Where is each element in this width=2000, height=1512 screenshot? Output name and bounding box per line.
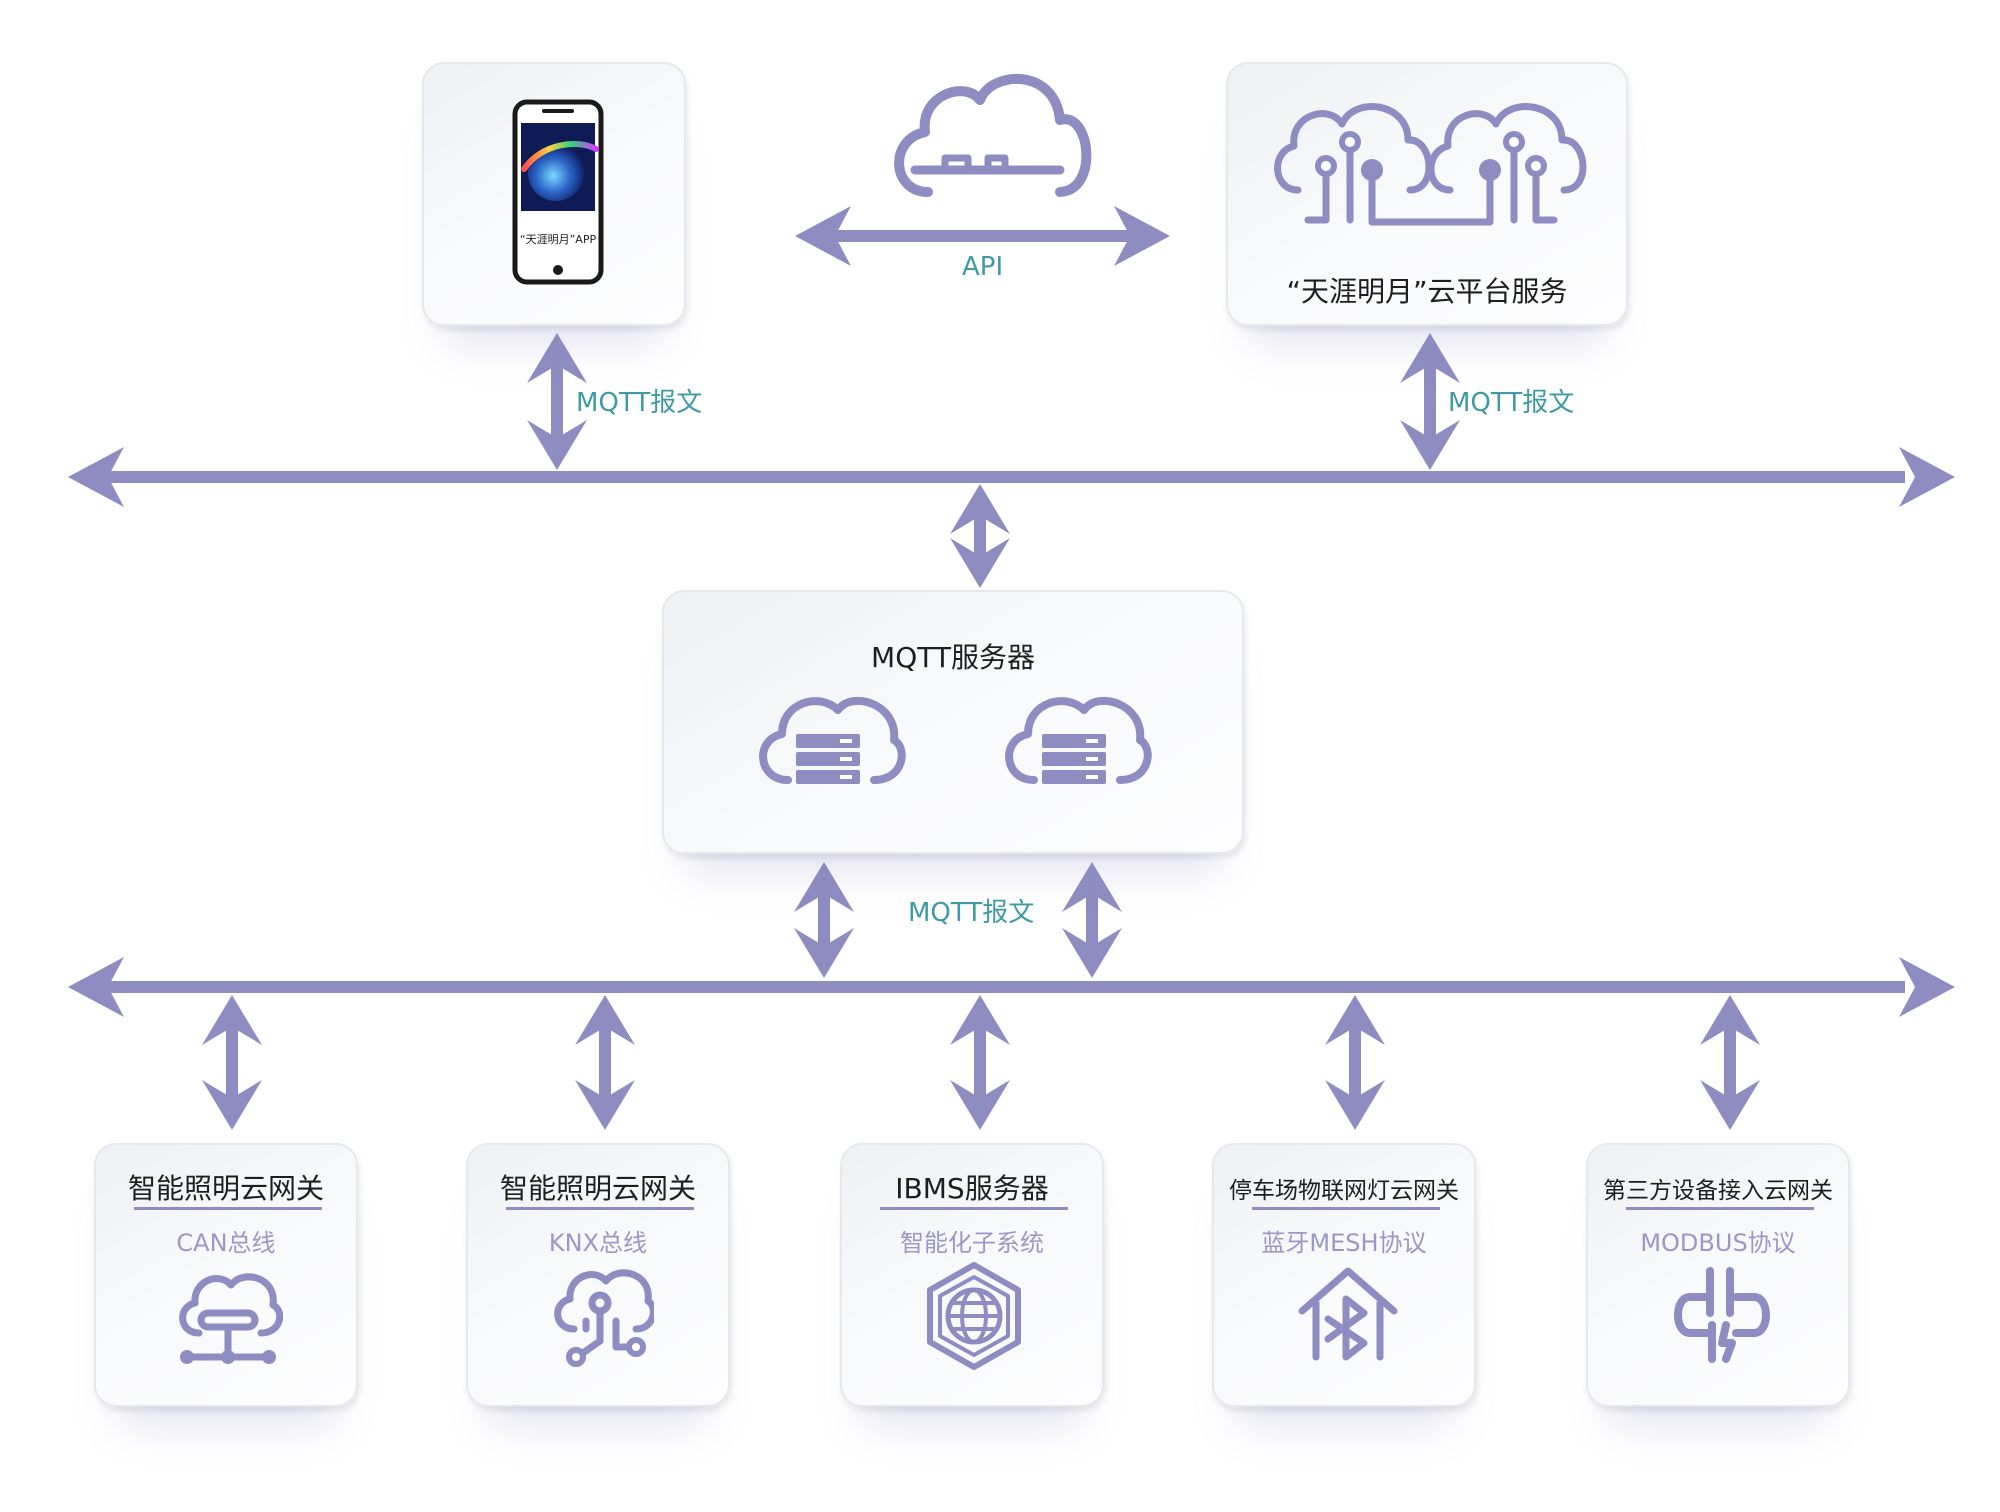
server-bus-connector-left-bottom-head <box>794 928 854 978</box>
mqtt-label-middle: MQTT报文 <box>908 898 1035 928</box>
mqtt-label-right: MQTT报文 <box>1448 388 1575 418</box>
gateway-connector-bluetooth-shaft <box>1349 1011 1361 1114</box>
top-bus-right-arrowhead <box>1899 447 1955 507</box>
api-arrow-left-head <box>795 206 851 266</box>
gateway-title: IBMS服务器 <box>895 1172 1049 1205</box>
gateway-title: 智能照明云网关 <box>499 1172 696 1205</box>
cloud-server-icon <box>1005 696 1152 784</box>
gateway-card-can: 智能照明云网关 CAN总线 <box>94 1143 358 1407</box>
gateway-title-underline <box>134 1207 322 1210</box>
gateway-title-underline <box>880 1207 1068 1210</box>
top-bus-line <box>95 471 1905 483</box>
gateway-connector-knx-bottom-head <box>575 1080 635 1130</box>
top-bus-left-arrowhead <box>68 447 124 507</box>
plug-connector-icon <box>1674 1267 1770 1363</box>
gateway-connector-knx-top-head <box>575 995 635 1045</box>
api-arrow-line <box>830 230 1150 242</box>
globe-hexagon-icon <box>927 1262 1021 1370</box>
cloud-network-icon <box>179 1273 283 1364</box>
gateway-connector-ibms-top-head <box>950 995 1010 1045</box>
mqtt-cloud-connector-shaft <box>1424 349 1436 454</box>
gateway-connector-bluetooth <box>1325 995 1385 1130</box>
bus-server-connector-shaft <box>974 500 986 572</box>
bottom-bus-line <box>95 981 1905 993</box>
server-bus-connector-left-shaft <box>818 878 830 962</box>
cloud-tree-network-icon <box>1274 103 1587 226</box>
gateway-connector-knx <box>575 995 635 1130</box>
api-label: API <box>962 252 1004 282</box>
gateway-subtitle: 智能化子系统 <box>900 1229 1044 1257</box>
bus-server-connector-bottom-head <box>950 538 1010 588</box>
gateway-card-bluetooth: 停车场物联网灯云网关 蓝牙MESH协议 <box>1212 1143 1476 1407</box>
gateway-title-underline <box>1626 1207 1814 1210</box>
gateway-connector-can-top-head <box>202 995 262 1045</box>
mqtt-cloud-connector-bottom-head <box>1400 420 1460 470</box>
server-bus-connector-left-top-head <box>794 862 854 912</box>
gateway-title: 停车场物联网灯云网关 <box>1229 1178 1459 1204</box>
gateway-title-underline <box>1252 1207 1440 1210</box>
gateway-subtitle: 蓝牙MESH协议 <box>1261 1229 1427 1257</box>
mqtt-app-connector-top-head <box>527 333 587 383</box>
gateway-title: 智能照明云网关 <box>127 1172 324 1205</box>
bottom-bus-right-arrowhead <box>1899 957 1955 1017</box>
server-bus-connector-right-bottom-head <box>1062 928 1122 978</box>
gateway-connector-ibms <box>950 995 1010 1130</box>
cloud-platform-card: “天涯明月”云平台服务 <box>1226 62 1628 326</box>
bluetooth-house-icon <box>1298 1267 1398 1361</box>
api-cloud-icon <box>894 73 1092 197</box>
gateway-title: 第三方设备接入云网关 <box>1603 1178 1833 1204</box>
gateway-subtitle: MODBUS协议 <box>1640 1229 1796 1257</box>
gateway-connector-modbus-top-head <box>1700 995 1760 1045</box>
gateway-subtitle: CAN总线 <box>176 1229 276 1257</box>
cloud-circuit-icon <box>554 1269 654 1367</box>
mqtt-app-connector-shaft <box>551 349 563 454</box>
gateway-connector-can-shaft <box>226 1011 238 1114</box>
gateway-card-ibms: IBMS服务器 智能化子系统 <box>840 1143 1104 1407</box>
gateway-subtitle: KNX总线 <box>548 1229 648 1257</box>
smartphone-icon <box>512 99 604 285</box>
cloud-server-icon <box>759 696 906 784</box>
mqtt-app-connector <box>527 333 587 470</box>
gateway-connector-can <box>202 995 262 1130</box>
bus-server-connector-top-head <box>950 484 1010 534</box>
gateway-connector-bluetooth-bottom-head <box>1325 1080 1385 1130</box>
cloud-platform-title: “天涯明月”云平台服务 <box>1286 275 1568 308</box>
api-arrow-right-head <box>1114 206 1170 266</box>
mqtt-server-title: MQTT服务器 <box>871 641 1035 674</box>
mqtt-server-card: MQTT服务器 <box>662 590 1244 854</box>
gateway-connector-ibms-shaft <box>974 1011 986 1114</box>
gateway-connector-modbus-shaft <box>1724 1011 1736 1114</box>
server-bus-connector-left <box>794 862 854 978</box>
bottom-bus-left-arrowhead <box>68 957 124 1017</box>
server-bus-connector-right <box>1062 862 1122 978</box>
gateway-connector-ibms-bottom-head <box>950 1080 1010 1130</box>
mqtt-label-left: MQTT报文 <box>576 388 703 418</box>
gateway-connector-can-bottom-head <box>202 1080 262 1130</box>
server-bus-connector-right-shaft <box>1086 878 1098 962</box>
app-screen-label: “天涯明月”APP <box>519 233 597 246</box>
gateway-connector-modbus <box>1700 995 1760 1130</box>
server-bus-connector-right-top-head <box>1062 862 1122 912</box>
gateway-connector-bluetooth-top-head <box>1325 995 1385 1045</box>
mqtt-app-connector-bottom-head <box>527 420 587 470</box>
gateway-connector-modbus-bottom-head <box>1700 1080 1760 1130</box>
mqtt-cloud-connector-top-head <box>1400 333 1460 383</box>
bus-server-connector <box>950 484 1010 588</box>
gateway-connector-knx-shaft <box>599 1011 611 1114</box>
gateway-title-underline <box>506 1207 694 1210</box>
mqtt-cloud-connector <box>1400 333 1460 470</box>
gateway-card-modbus: 第三方设备接入云网关 MODBUS协议 <box>1586 1143 1850 1407</box>
gateway-card-knx: 智能照明云网关 KNX总线 <box>466 1143 730 1407</box>
app-card: “天涯明月”APP <box>422 62 686 326</box>
